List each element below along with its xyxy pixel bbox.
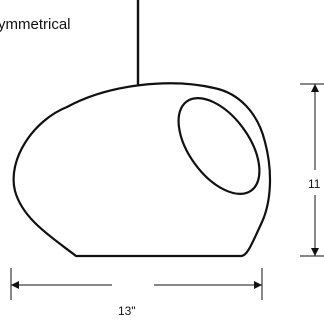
height-label: 11 [308, 177, 321, 191]
product-title: ymmetrical [0, 16, 71, 33]
height-bottom-arrowhead [311, 248, 319, 256]
shade-opening [177, 97, 261, 195]
width-left-arrowhead [11, 281, 19, 289]
height-top-arrowhead [311, 84, 319, 92]
width-label: 13" [116, 304, 138, 318]
width-right-arrowhead [254, 281, 262, 289]
shade-outline [12, 82, 272, 258]
